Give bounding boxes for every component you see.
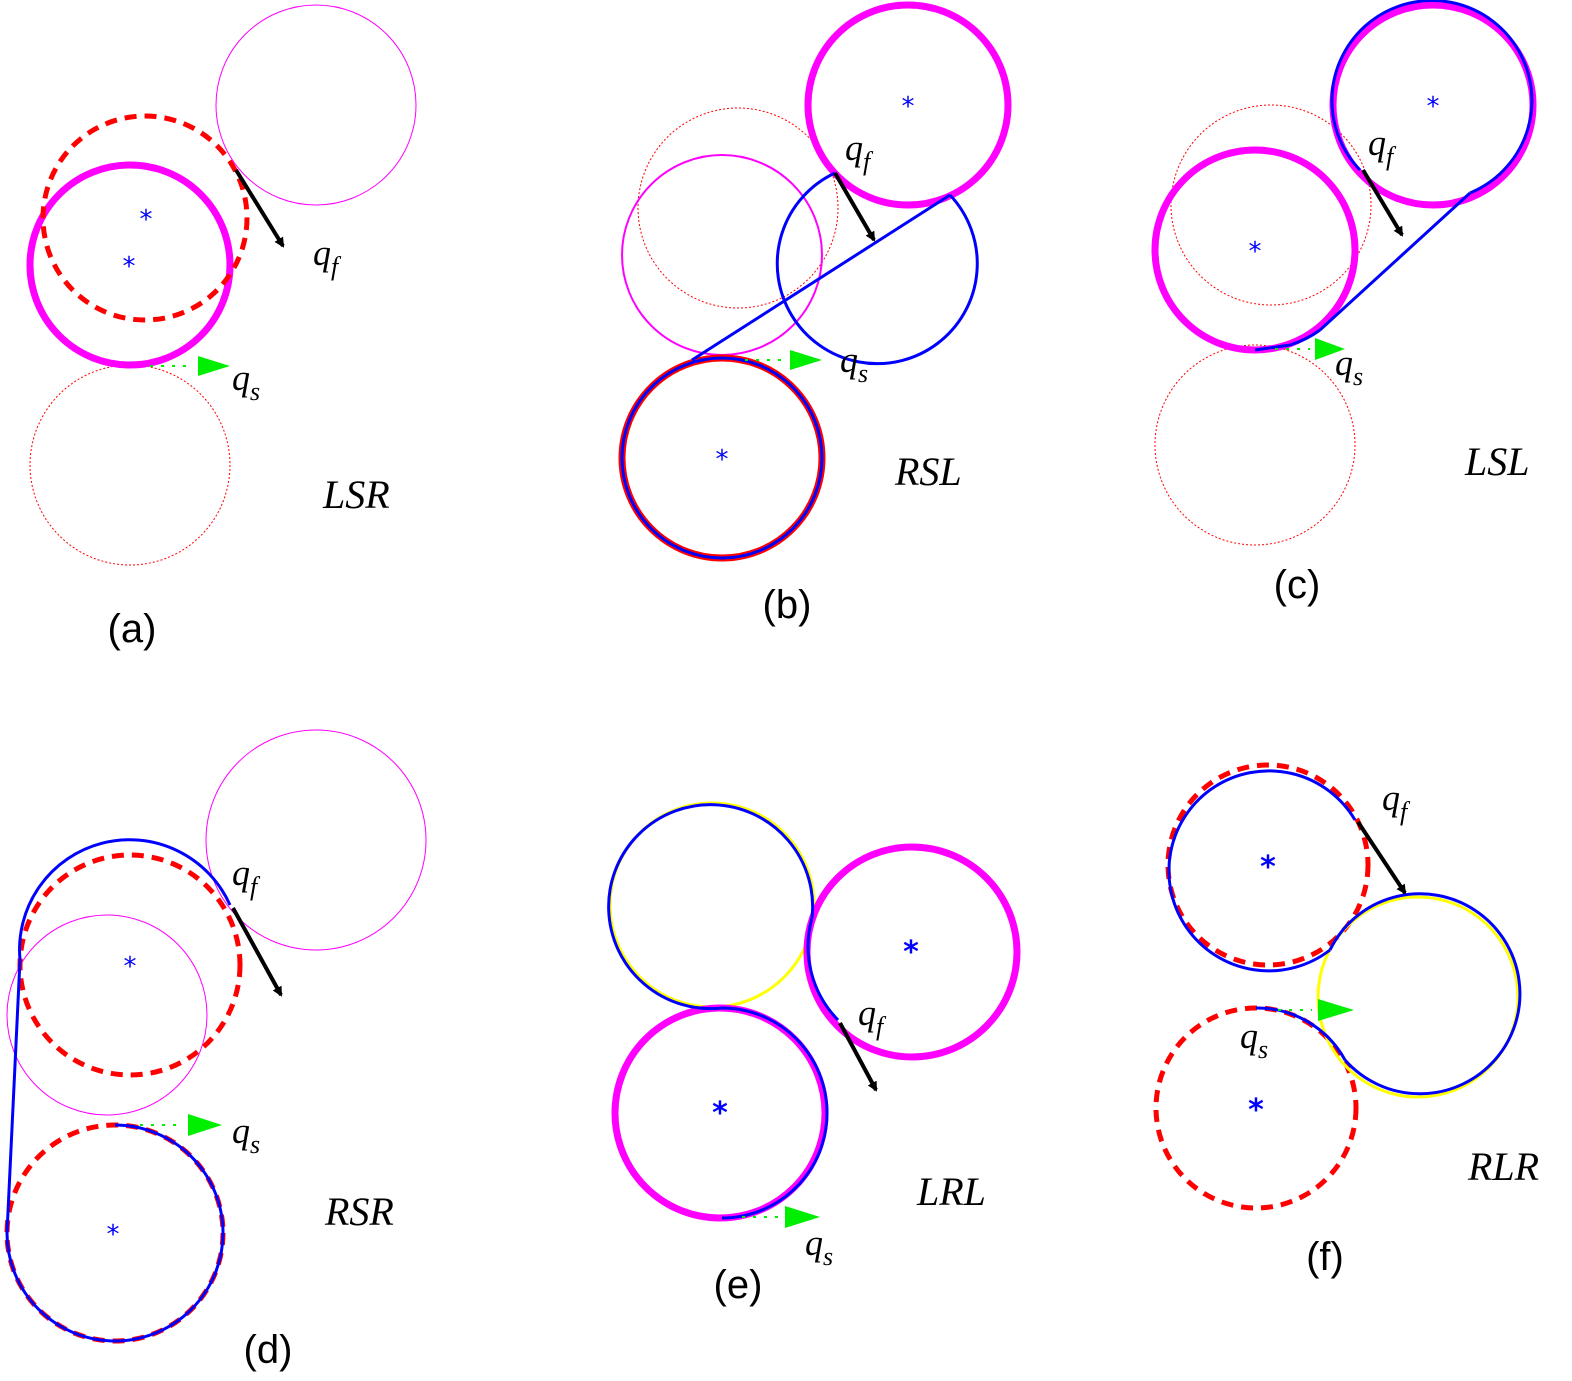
final-arrow bbox=[833, 171, 876, 242]
panel-caption: (e) bbox=[714, 1263, 763, 1307]
panel-f: * * qf qs RLR (f) bbox=[1153, 762, 1539, 1279]
q-final-label: qf bbox=[313, 233, 342, 281]
panel-caption: (c) bbox=[1274, 563, 1321, 607]
path-arc-start bbox=[721, 1006, 829, 1220]
q-final-label: qf bbox=[845, 128, 874, 176]
path-arc-final bbox=[806, 917, 840, 1022]
panel-b: * * qf qs RSL (b) bbox=[618, 1, 1012, 627]
final-circle-thick bbox=[804, 1, 1012, 209]
right-circle-dashed bbox=[40, 113, 250, 323]
panel-caption: (f) bbox=[1306, 1235, 1344, 1279]
middle-circle bbox=[1316, 895, 1520, 1099]
panel-d: * * qf qs RSR (d) bbox=[4, 729, 427, 1372]
panel-e: * * qf qs LRL (e) bbox=[607, 801, 1021, 1307]
panel-caption: (a) bbox=[108, 607, 157, 651]
q-start-label: qs bbox=[1240, 1016, 1268, 1064]
path-type-label: RSR bbox=[324, 1189, 394, 1234]
path-arc-start bbox=[620, 356, 824, 560]
left-circle-thin bbox=[6, 914, 208, 1116]
path-arc-final bbox=[1330, 0, 1534, 195]
path-type-label: RSL bbox=[894, 449, 962, 494]
q-start-label: qs bbox=[232, 358, 260, 406]
start-arrow bbox=[1318, 999, 1354, 1021]
center-mark: * bbox=[716, 445, 729, 475]
path-type-label: LSL bbox=[1464, 439, 1530, 484]
path-straight bbox=[1318, 191, 1472, 332]
start-circle-dotted bbox=[29, 364, 231, 566]
q-final-label: qf bbox=[858, 993, 887, 1041]
left-circle-thick bbox=[26, 161, 234, 369]
center-mark: * bbox=[1260, 850, 1276, 885]
center-mark: * bbox=[123, 252, 136, 282]
center-mark: * bbox=[1427, 92, 1440, 122]
final-arrow bbox=[234, 168, 285, 248]
q-final-label: qf bbox=[1368, 123, 1397, 171]
start-arrow bbox=[188, 1114, 222, 1136]
start-arrow bbox=[785, 1206, 820, 1228]
start-circle-dotted bbox=[1154, 344, 1356, 546]
q-start-label: qs bbox=[1335, 343, 1363, 391]
path-type-label: LRL bbox=[916, 1169, 986, 1214]
panel-caption: (d) bbox=[244, 1328, 293, 1372]
final-circle-dashed bbox=[1165, 762, 1371, 968]
path-arc-final bbox=[1167, 769, 1357, 973]
center-mark: * bbox=[903, 935, 919, 970]
q-final-label: qf bbox=[232, 853, 261, 901]
left-circle-thin bbox=[621, 154, 823, 356]
path-type-label: RLR bbox=[1467, 1144, 1539, 1189]
q-start-label: qs bbox=[840, 340, 868, 388]
final-arrow bbox=[231, 907, 283, 997]
panel-caption: (b) bbox=[763, 583, 812, 627]
final-circle-thin bbox=[205, 729, 427, 951]
center-mark: * bbox=[140, 205, 153, 235]
final-arrow bbox=[1356, 820, 1407, 895]
panel-a: * * qf qs LSR (a) bbox=[26, 4, 417, 651]
center-mark: * bbox=[1249, 237, 1262, 267]
center-mark: * bbox=[1248, 1093, 1264, 1128]
start-arrow bbox=[790, 350, 822, 370]
start-circle-dotted bbox=[637, 107, 839, 309]
center-mark: * bbox=[712, 1096, 728, 1131]
path-arc-start bbox=[1255, 1006, 1347, 1061]
q-start-label: qs bbox=[232, 1111, 260, 1159]
path-full bbox=[5, 838, 232, 1343]
path-straight bbox=[691, 193, 951, 362]
final-arrow bbox=[838, 1022, 878, 1092]
q-start-label: qs bbox=[805, 1223, 833, 1271]
center-mark: * bbox=[107, 1220, 120, 1250]
center-mark: * bbox=[902, 92, 915, 122]
final-arrow bbox=[1361, 168, 1404, 237]
path-arc-middle bbox=[1328, 892, 1522, 1096]
path-arc-middle bbox=[607, 803, 815, 1011]
center-mark: * bbox=[124, 952, 137, 982]
start-arrow bbox=[1315, 338, 1345, 360]
path-arc-final bbox=[775, 171, 979, 366]
start-arrow bbox=[198, 356, 230, 376]
q-final-label: qf bbox=[1382, 778, 1411, 826]
final-circle-thin bbox=[215, 4, 417, 206]
panel-c: * * qf qs LSL (c) bbox=[1151, 0, 1537, 607]
path-arc-start bbox=[1254, 328, 1321, 352]
start-circle-dotted bbox=[1170, 104, 1372, 306]
path-type-label: LSR bbox=[322, 472, 390, 517]
